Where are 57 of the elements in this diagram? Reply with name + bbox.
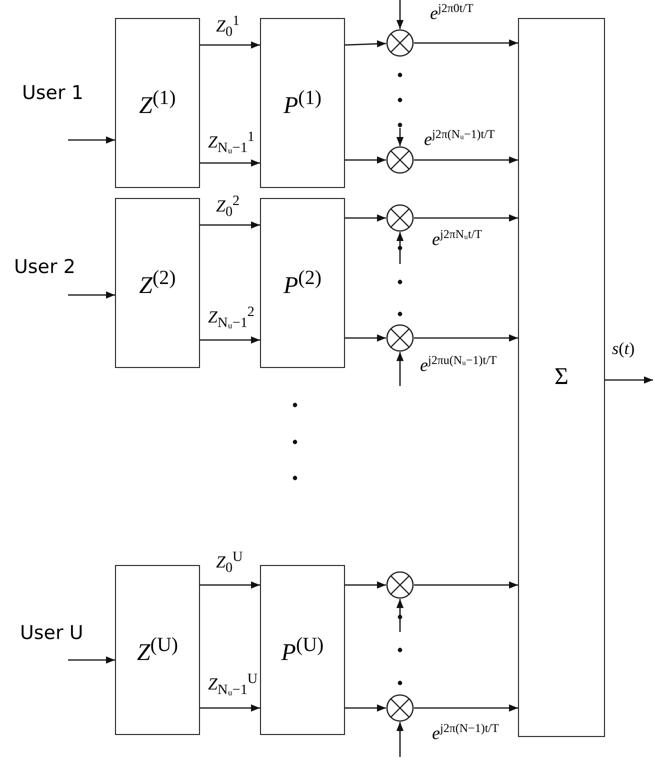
arrow bbox=[414, 39, 518, 47]
arrow bbox=[200, 581, 260, 589]
arrow bbox=[414, 334, 518, 342]
arrow bbox=[345, 581, 386, 589]
block-label: P$^{(1)}$ bbox=[284, 86, 322, 120]
carrier-exponent-label: e$^{j2π0t/T}$ bbox=[430, 2, 474, 22]
arrow bbox=[396, 722, 404, 757]
process-block bbox=[260, 198, 345, 368]
arrow bbox=[344, 40, 386, 48]
multiplier-symbol bbox=[386, 694, 414, 722]
process-block bbox=[115, 198, 200, 368]
edge-label: s(t) bbox=[612, 340, 635, 357]
arrow bbox=[68, 136, 115, 144]
block-label: P$^{(2)}$ bbox=[284, 266, 322, 300]
multiplier-symbol bbox=[386, 324, 414, 352]
process-block bbox=[260, 565, 345, 735]
arrow bbox=[68, 291, 115, 299]
arrow bbox=[200, 41, 260, 49]
arrow bbox=[200, 159, 260, 167]
process-block bbox=[115, 18, 200, 188]
arrow bbox=[396, 232, 404, 264]
input-label: User 2 bbox=[14, 256, 76, 278]
block-label: Z$^{(1)}$ bbox=[139, 86, 176, 120]
block-label: P$^{(U)}$ bbox=[281, 634, 324, 666]
arrow bbox=[200, 704, 260, 712]
input-label: User U bbox=[20, 622, 84, 644]
arrow bbox=[68, 656, 115, 664]
arrow bbox=[414, 214, 518, 222]
arrow bbox=[605, 376, 653, 384]
arrow bbox=[396, 0, 404, 29]
multiplier-symbol bbox=[386, 571, 414, 599]
process-block bbox=[518, 18, 605, 737]
sum-symbol: Σ bbox=[554, 364, 568, 391]
arrow bbox=[396, 128, 404, 146]
process-block bbox=[115, 565, 200, 735]
multiplier-symbol bbox=[386, 146, 414, 174]
carrier-exponent-label: e$^{j2πNᵤt/T}$ bbox=[432, 228, 482, 248]
multiplier-symbol bbox=[386, 29, 414, 57]
carrier-exponent-label: e$^{j2π(N−1)t/T}$ bbox=[432, 722, 499, 742]
arrow bbox=[345, 156, 386, 164]
arrow bbox=[414, 156, 518, 164]
arrow bbox=[414, 581, 518, 589]
block-label: Z$^{(U)}$ bbox=[136, 634, 178, 666]
carrier-exponent-label: e$^{j2π(Nᵤ−1)t/T}$ bbox=[424, 128, 495, 148]
arrow bbox=[200, 336, 260, 344]
carrier-exponent-label: e$^{j2πu(Nᵤ−1)t/T}$ bbox=[420, 354, 497, 374]
arrow bbox=[345, 214, 386, 222]
arrow bbox=[345, 334, 386, 342]
arrow bbox=[414, 704, 518, 712]
multiplier-symbol bbox=[386, 204, 414, 232]
process-block bbox=[260, 18, 345, 188]
block-label: Z$^{(2)}$ bbox=[139, 266, 176, 300]
arrow bbox=[200, 221, 260, 229]
arrow bbox=[345, 704, 386, 712]
arrow bbox=[396, 599, 404, 632]
arrow bbox=[396, 352, 404, 386]
input-label: User 1 bbox=[22, 82, 84, 104]
